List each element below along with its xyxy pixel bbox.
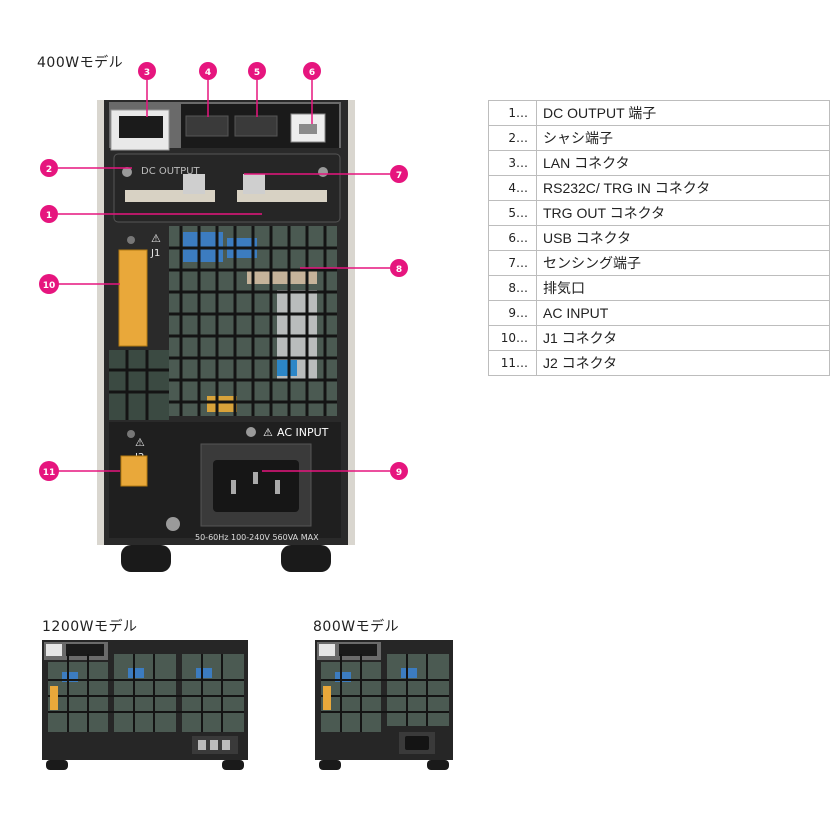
rear-panel-400w: DC OUTPUT ⚠ J1 ⚠ xyxy=(97,100,355,572)
callout-4: 4 xyxy=(199,62,217,80)
callout-2: 2 xyxy=(40,159,58,177)
legend-row: 5…TRG OUT コネクタ xyxy=(488,200,830,226)
callout-7: 7 xyxy=(390,165,408,183)
callout-3: 3 xyxy=(138,62,156,80)
svg-text:5: 5 xyxy=(254,68,260,78)
svg-text:4: 4 xyxy=(205,68,211,78)
callout-6: 6 xyxy=(303,62,321,80)
callout-8: 8 xyxy=(390,259,408,277)
svg-text:⚠: ⚠ xyxy=(135,436,145,449)
legend-row: 9…AC INPUT xyxy=(488,300,830,326)
legend-number: 11… xyxy=(488,350,537,376)
legend-number: 8… xyxy=(488,275,537,301)
legend-description: TRG OUT コネクタ xyxy=(536,200,830,226)
callout-11: 11 xyxy=(39,461,59,481)
svg-text:⚠: ⚠ xyxy=(151,232,161,245)
svg-text:11: 11 xyxy=(43,468,56,478)
legend-row: 1…DC OUTPUT 端子 xyxy=(488,100,830,126)
legend-description: シャシ端子 xyxy=(536,125,830,151)
legend-description: J2 コネクタ xyxy=(536,350,830,376)
ac-input-marking: AC INPUT xyxy=(277,426,329,439)
legend-row: 2…シャシ端子 xyxy=(488,125,830,151)
legend-number: 5… xyxy=(488,200,537,226)
rating-marking: 50-60Hz 100-240V 560VA MAX xyxy=(195,533,319,542)
svg-text:3: 3 xyxy=(144,68,150,78)
legend-number: 10… xyxy=(488,325,537,351)
legend-description: J1 コネクタ xyxy=(536,325,830,351)
dc-output-marking: DC OUTPUT xyxy=(141,166,201,177)
rear-panel-1200w xyxy=(42,640,248,770)
callout-10: 10 xyxy=(39,274,59,294)
legend-description: USB コネクタ xyxy=(536,225,830,251)
model-title-1200w: 1200Wモデル xyxy=(42,619,138,635)
model-title-400w: 400Wモデル xyxy=(37,55,124,71)
legend-row: 6…USB コネクタ xyxy=(488,225,830,251)
svg-text:7: 7 xyxy=(396,171,402,181)
svg-text:1: 1 xyxy=(46,211,52,221)
legend-row: 4…RS232C/ TRG IN コネクタ xyxy=(488,175,830,201)
legend-row: 3…LAN コネクタ xyxy=(488,150,830,176)
svg-text:⚠: ⚠ xyxy=(263,426,273,439)
callout-5: 5 xyxy=(248,62,266,80)
legend-number: 7… xyxy=(488,250,537,276)
model-title-800w: 800Wモデル xyxy=(313,619,400,635)
legend-number: 2… xyxy=(488,125,537,151)
svg-text:9: 9 xyxy=(396,468,402,478)
legend-description: AC INPUT xyxy=(536,300,830,326)
callout-9: 9 xyxy=(390,462,408,480)
legend-number: 9… xyxy=(488,300,537,326)
legend-number: 6… xyxy=(488,225,537,251)
legend-row: 11…J2 コネクタ xyxy=(488,350,830,376)
svg-text:6: 6 xyxy=(309,68,315,78)
legend-number: 1… xyxy=(488,100,537,126)
svg-text:8: 8 xyxy=(396,265,402,275)
legend-description: DC OUTPUT 端子 xyxy=(536,100,830,126)
rear-panel-800w xyxy=(315,640,453,770)
legend-row: 7…センシング端子 xyxy=(488,250,830,276)
legend-description: センシング端子 xyxy=(536,250,830,276)
legend-number: 4… xyxy=(488,175,537,201)
legend-number: 3… xyxy=(488,150,537,176)
legend-row: 8…排気口 xyxy=(488,275,830,301)
legend-description: 排気口 xyxy=(536,275,830,301)
callout-1: 1 xyxy=(40,205,58,223)
svg-text:2: 2 xyxy=(46,165,52,175)
legend-row: 10…J1 コネクタ xyxy=(488,325,830,351)
svg-text:10: 10 xyxy=(43,281,56,291)
legend-description: LAN コネクタ xyxy=(536,150,830,176)
j1-marking: J1 xyxy=(150,248,160,259)
legend-description: RS232C/ TRG IN コネクタ xyxy=(536,175,830,201)
